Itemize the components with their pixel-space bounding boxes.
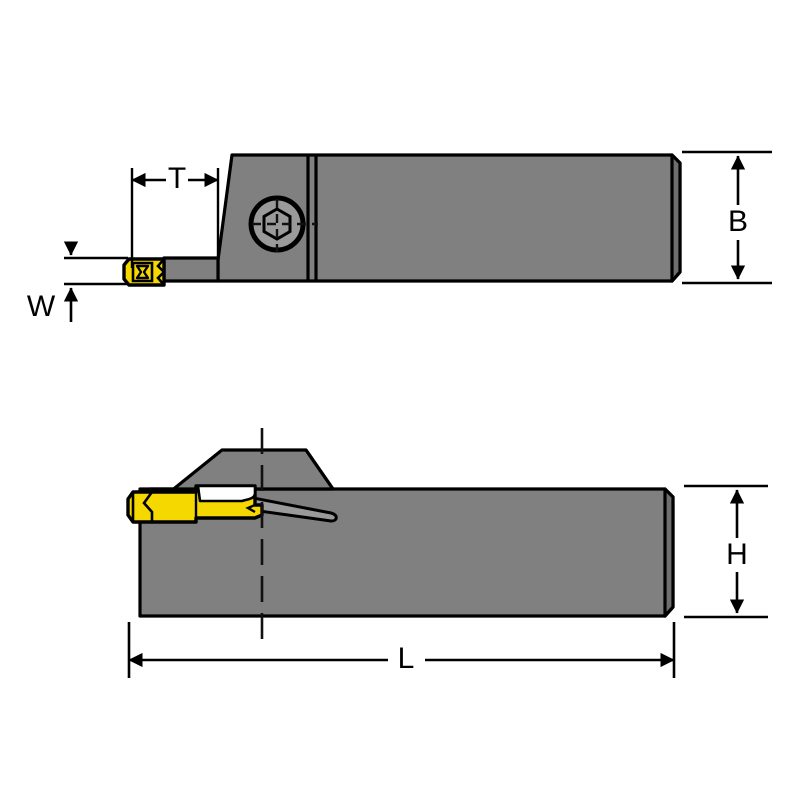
dimension-L: L <box>127 622 676 678</box>
dimension-T: T <box>130 162 220 268</box>
plan-view-group: H L <box>126 428 768 678</box>
dimension-L-label: L <box>398 642 415 675</box>
side-view-insert-right-notch <box>156 258 166 286</box>
plan-view-insert-right-notch <box>245 503 256 514</box>
side-view-clamp-screw-hex-socket <box>262 207 292 241</box>
side-view-insert-chipbreaker-detail <box>135 264 150 280</box>
dimension-H-label: H <box>726 538 748 571</box>
dimension-B: B <box>682 150 772 285</box>
side-view-right-chamfer <box>670 153 682 283</box>
dimension-B-label: B <box>728 205 748 238</box>
side-view-blade-arm <box>162 256 220 283</box>
side-view-group: T W B <box>27 150 772 323</box>
plan-view-insert-left-flank-groove <box>142 491 154 522</box>
plan-view-insert-seat-highlight <box>196 484 257 503</box>
dimension-W: W <box>27 241 128 323</box>
plan-view-right-chamfer <box>663 487 675 618</box>
plan-view-head-right-shoulder <box>304 449 335 490</box>
dimension-H: H <box>684 484 768 619</box>
plan-view-clamp-lever <box>243 495 338 523</box>
dimension-T-label: T <box>168 162 186 195</box>
dimension-W-label: W <box>27 290 56 323</box>
